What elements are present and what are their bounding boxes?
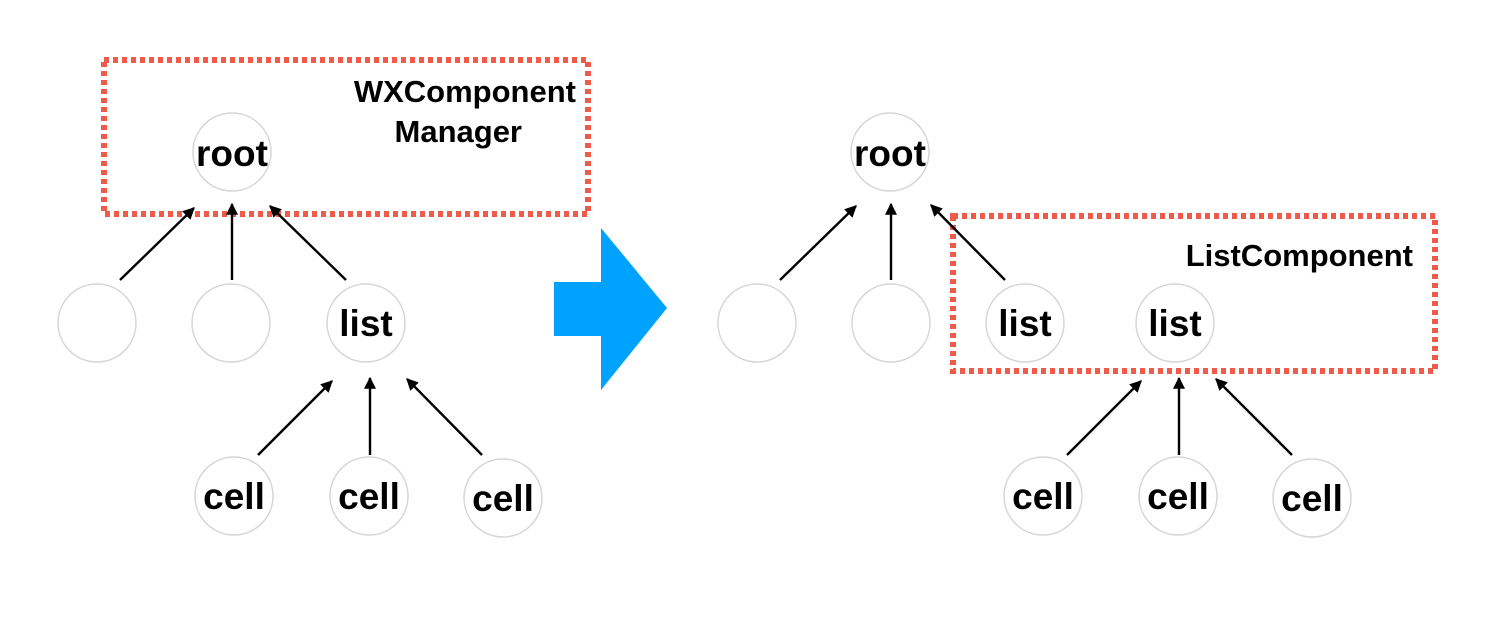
list-node-label: list <box>998 303 1051 344</box>
wxcomponent-manager-label-line1: WXComponent <box>354 74 576 109</box>
child-node <box>191 283 271 363</box>
child-node <box>851 283 931 363</box>
inner-list-node: list <box>1135 283 1215 363</box>
root-node: root <box>192 112 272 192</box>
cell-node-label: cell <box>1281 478 1343 519</box>
cell-node: cell <box>1138 456 1218 536</box>
child-node <box>717 283 797 363</box>
child-node <box>57 283 137 363</box>
cell-node: cell <box>1272 458 1352 538</box>
cell-node-label: cell <box>1012 476 1074 517</box>
list-component-box <box>950 213 1438 374</box>
after-diagram: ListComponent root list list <box>717 112 1438 538</box>
edge-cell3-to-list <box>406 378 483 456</box>
transition-arrow-icon <box>554 228 667 390</box>
root-node-label: root <box>854 133 926 174</box>
cell-node: cell <box>463 458 543 538</box>
list-component-label: ListComponent <box>1186 238 1413 273</box>
root-node: root <box>850 112 930 192</box>
edge-list-to-root <box>269 205 347 281</box>
edge-child1-to-root <box>119 207 195 281</box>
cell-node-label: cell <box>1147 476 1209 517</box>
cell-node: cell <box>1003 456 1083 536</box>
root-node-label: root <box>196 133 268 174</box>
wxcomponent-manager-box <box>101 57 591 217</box>
edge-cell1-to-list <box>257 380 333 456</box>
edge-list-to-root <box>930 204 1006 281</box>
inner-list-node-label: list <box>1148 303 1201 344</box>
cell-node-label: cell <box>338 476 400 517</box>
list-node-label: list <box>339 303 392 344</box>
cell-node: cell <box>329 456 409 536</box>
edge-child1-to-root <box>779 205 857 281</box>
cell-node-label: cell <box>203 476 265 517</box>
cell-node: cell <box>194 456 274 536</box>
list-node: list <box>985 283 1065 363</box>
wxcomponent-manager-label-line2: Manager <box>395 114 522 149</box>
edge-cell3-to-list <box>1215 378 1293 456</box>
edge-cell1-to-list <box>1066 380 1142 456</box>
cell-node-label: cell <box>472 478 534 519</box>
list-node: list <box>326 283 406 363</box>
before-diagram: WXComponent Manager root list cell <box>57 57 591 538</box>
